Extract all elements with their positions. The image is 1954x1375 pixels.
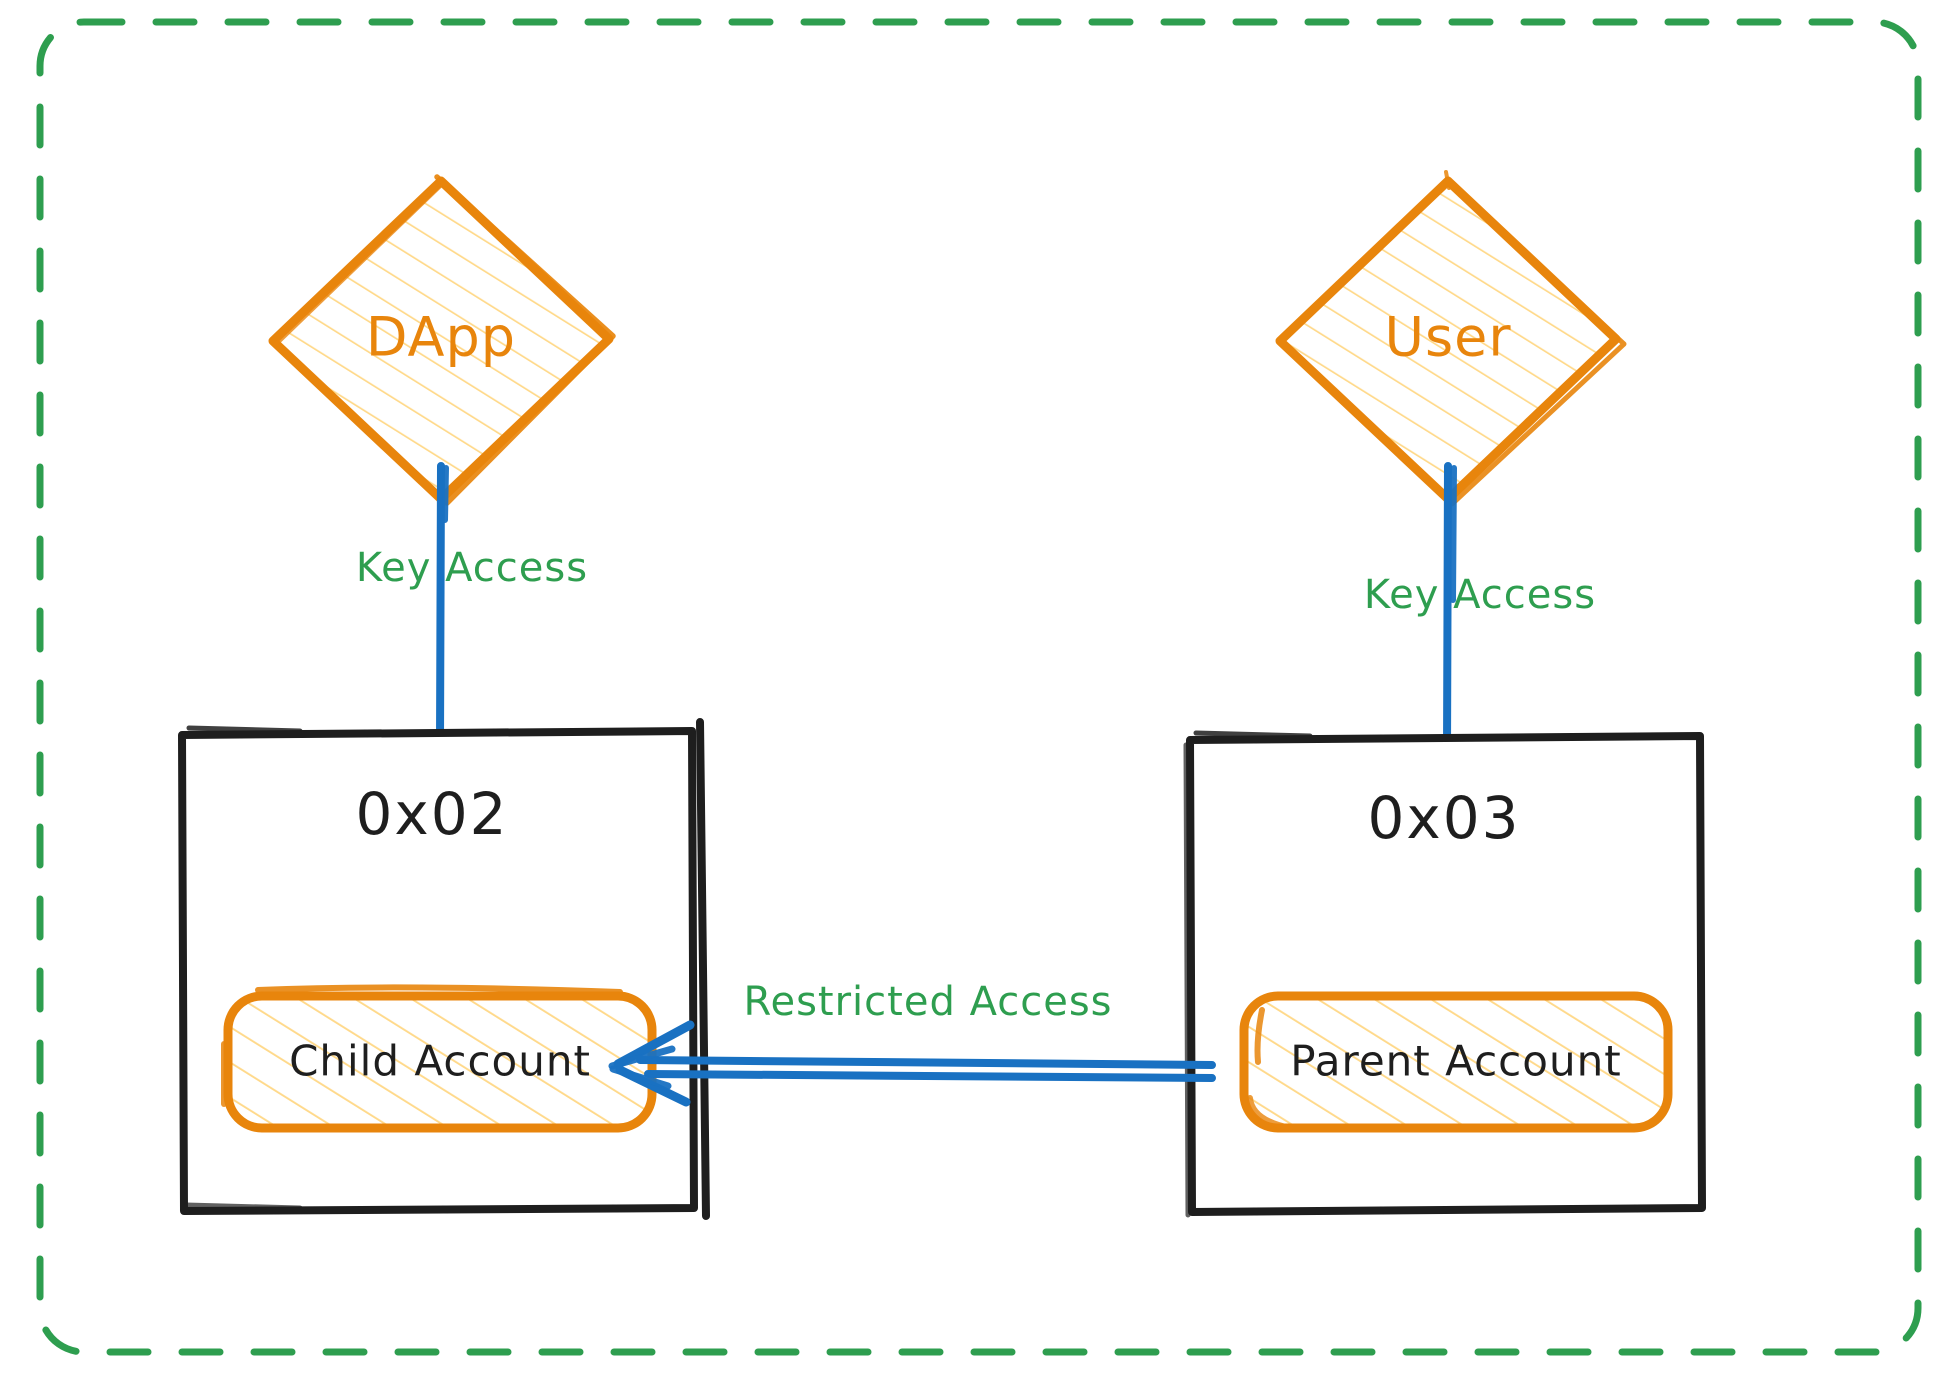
child-box-outline-sketch-right	[696, 718, 710, 1220]
parent-box-label: 0x03	[1367, 784, 1520, 852]
edge-label-key-access-dapp: Key Access	[356, 545, 588, 591]
edge-dapp-line	[436, 462, 445, 746]
edge-dapp-to-child-box[interactable]: Key Access	[356, 462, 588, 746]
user-outline-sketch	[1449, 183, 1627, 507]
parent-account-outline	[1239, 991, 1673, 1133]
dashed-container	[36, 18, 1922, 1356]
dapp-outline-sketch2	[272, 183, 443, 348]
child-account-hatch-fill	[228, 996, 652, 1128]
restricted-access-arrowhead-inner-lower	[609, 1065, 672, 1090]
parent-box-outline-sketch-top	[1193, 730, 1313, 739]
parent-box-outline-sketch-left	[1183, 742, 1191, 1218]
user-outline-tick	[1444, 170, 1451, 190]
restricted-access-arrowhead-inner-upper	[608, 1045, 676, 1070]
parent-account-label: Parent Account	[1290, 1037, 1621, 1086]
edge-label-restricted-access: Restricted Access	[743, 979, 1112, 1025]
node-parent-box[interactable]: 0x03	[1183, 730, 1706, 1218]
child-box-outline-sketch-bottom	[183, 1202, 303, 1211]
user-label: User	[1384, 306, 1511, 369]
dapp-outline-sketch	[434, 174, 616, 506]
node-child-box[interactable]: 0x02	[178, 718, 710, 1220]
parent-account-outline-sketch-corner	[1247, 1095, 1293, 1131]
parent-account-hatch-fill	[1244, 996, 1668, 1128]
edge-dapp-line-sketch	[442, 465, 449, 523]
restricted-access-shaft	[636, 1056, 1216, 1069]
child-box-outline-sketch-top	[186, 725, 303, 734]
dashed-container-border	[36, 18, 1922, 1356]
parent-account-outline-sketch-left	[1254, 1007, 1265, 1065]
node-child-account[interactable]: Child Account	[210, 980, 680, 1150]
dapp-label: DApp	[366, 306, 516, 369]
edge-user-line	[1443, 462, 1452, 756]
child-account-outline-sketch-top	[255, 984, 623, 995]
child-box-label: 0x02	[355, 780, 508, 848]
edge-user-line-sketch	[1450, 465, 1457, 603]
node-dapp[interactable]: DApp	[250, 160, 650, 540]
node-parent-account[interactable]: Parent Account	[1226, 980, 1696, 1150]
child-account-label: Child Account	[289, 1037, 591, 1086]
edge-user-to-parent-box[interactable]: Key Access	[1364, 462, 1596, 756]
edge-label-key-access-user: Key Access	[1364, 572, 1596, 618]
edge-parent-to-child-account[interactable]: Restricted Access	[608, 979, 1216, 1107]
node-user[interactable]: User	[1258, 160, 1658, 540]
restricted-access-shaft-sketch	[644, 1070, 1216, 1082]
